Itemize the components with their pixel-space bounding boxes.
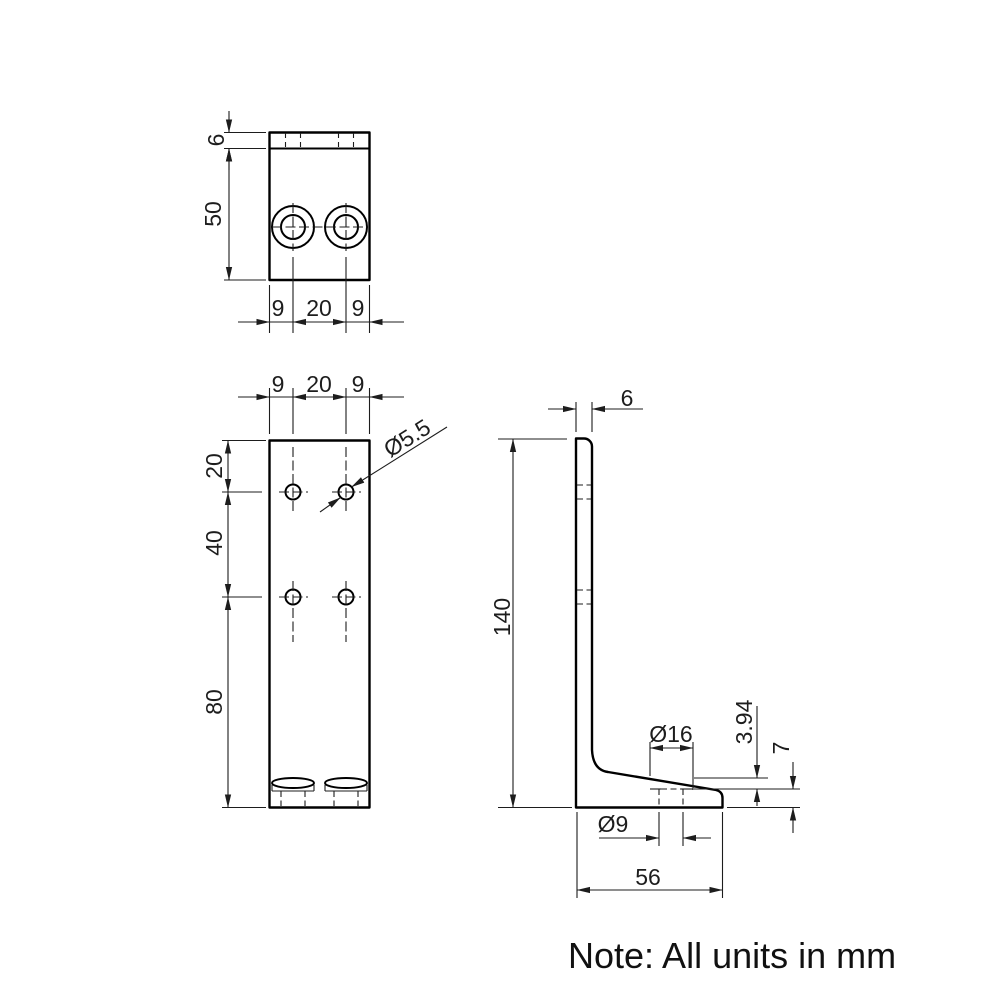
top-view-centerlines [272,203,367,251]
dim-side-overall-height: 140 [489,598,515,636]
dim-front-row-spacing: 40 [201,530,227,556]
dim-side-base-thickness: 7 [768,742,794,755]
dim-side-counterbore-diameter: Ø16 [649,721,692,747]
note-text: Note: All units in mm [568,935,896,976]
dim-side-base-width: 56 [635,864,661,890]
side-view-dimensions: 6 140 Ø16 3.94 7 [489,385,800,898]
side-view: 6 140 Ø16 3.94 7 [489,385,800,898]
dim-top-hole-margin-left: 9 [272,295,285,321]
front-view-counterbore-openings [271,777,368,806]
dim-top-hole-margin-right: 9 [352,295,365,321]
front-view-dimensions: 9 20 9 20 40 80 Ø5.5 [201,371,448,809]
dim-side-counterbore-step: 3.94 [731,699,757,744]
dim-front-hole-margin-right: 9 [352,371,365,397]
top-view: 6 50 9 20 9 [200,111,404,333]
dim-top-body-depth: 50 [200,201,226,227]
dim-side-through-hole-diameter: Ø9 [598,811,629,837]
front-view-centerlines [279,447,361,642]
top-view-dimensions: 6 50 9 20 9 [200,111,404,333]
dim-top-hole-spacing: 20 [306,295,332,321]
dim-front-hole-spacing: 20 [306,371,332,397]
front-view: 9 20 9 20 40 80 Ø5.5 [201,371,448,809]
front-view-outline [268,439,371,809]
dim-top-plate-thickness: 6 [203,134,229,147]
top-view-outline [268,131,371,282]
front-view-small-holes [284,483,355,606]
dim-front-top-to-first-row: 20 [201,453,227,479]
dim-side-wall-thickness: 6 [621,385,634,411]
side-view-outline [574,437,724,809]
dim-front-small-hole-diameter: Ø5.5 [379,414,435,462]
dim-front-hole-margin-left: 9 [272,371,285,397]
dim-front-second-row-to-bottom: 80 [201,689,227,715]
